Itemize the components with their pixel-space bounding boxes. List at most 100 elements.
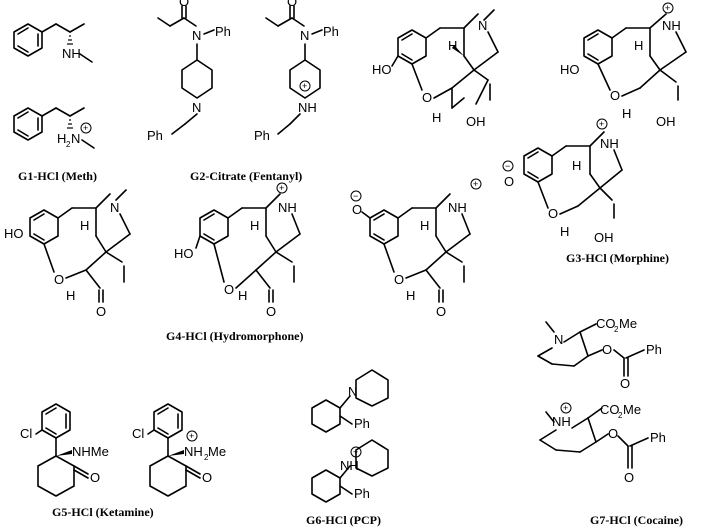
- g4-z-o2-label: O: [394, 272, 404, 287]
- g5-o-label: O: [90, 470, 100, 485]
- g4-salt-plus-sign: +: [279, 183, 284, 193]
- g7-carbonyl-o-label: O: [620, 376, 630, 391]
- g6-plus-sign: +: [353, 447, 358, 457]
- g3-salt-h-label: H: [634, 38, 643, 53]
- g4-salt-plus-charge: [276, 182, 288, 194]
- g1-salt-hashed-bond: [67, 119, 73, 129]
- g4-z-minus-sign: −: [353, 191, 358, 201]
- g2-ring-n-label: N: [192, 100, 201, 115]
- g3-z-plus-charge: [596, 118, 608, 130]
- g7-ph-label: Ph: [646, 342, 662, 357]
- g4-salt-o-label: O: [224, 282, 234, 297]
- g7-salt-co2-label: CO: [600, 402, 620, 417]
- g6-salt-ph-label: Ph: [354, 486, 370, 501]
- g3-z-h-label: H: [572, 158, 581, 173]
- g3-h2-label: H: [432, 110, 441, 125]
- g4-z-ketone-o-label: O: [436, 304, 446, 319]
- g1-salt: H 2 N +: [13, 107, 95, 149]
- g7-plus-charge: [560, 402, 572, 414]
- g4-salt-h-label: H: [250, 218, 259, 233]
- g5-salt-cl-label: Cl: [132, 426, 144, 441]
- g7-salt-me-label: Me: [623, 402, 641, 417]
- g3-salt-plus-sign: +: [665, 3, 670, 13]
- g5-nhme-label: NHMe: [72, 444, 109, 459]
- g1-hashed-bond: [67, 35, 73, 45]
- g2-salt-ph-label: Ph: [323, 24, 339, 39]
- g7-n-label: N: [554, 332, 563, 347]
- g2-salt-nh-label: NH: [298, 100, 317, 115]
- g3-z-minus-sign: −: [505, 161, 510, 171]
- g4-z-plus-sign: +: [473, 179, 478, 189]
- g5-cl-label: Cl: [20, 426, 32, 441]
- g7-salt-ester-o-label: O: [608, 426, 618, 441]
- g3-salt: HO + NH H O H OH: [560, 2, 687, 129]
- g2-salt: O N Ph + NH Ph: [254, 0, 339, 143]
- g1-salt-n-label: N: [71, 131, 80, 146]
- g3-caption: G3-HCl (Morphine): [566, 251, 669, 265]
- g7-me-label: Me: [619, 316, 637, 331]
- g6-freebase: N Ph: [311, 369, 389, 433]
- g4-z-h2-label: H: [406, 288, 415, 303]
- g3-oh-label: OH: [466, 114, 486, 129]
- g4-h-label: H: [80, 218, 89, 233]
- g3-freebase: HO N H O H OH: [372, 9, 499, 129]
- g1-salt-h2-sub: 2: [66, 140, 71, 149]
- g3-salt-oh-label: OH: [656, 114, 676, 129]
- g7-salt-carbonyl-o-label: O: [624, 470, 634, 485]
- g2-structure: O N Ph N Ph O N Ph: [147, 0, 339, 183]
- g3-ho-label: HO: [372, 62, 392, 77]
- g4-z-plus-charge: [470, 178, 482, 190]
- g3-salt-nh-label: NH: [662, 18, 681, 33]
- g3-h-label: H: [448, 38, 457, 53]
- g1-freebase: NH: [13, 23, 93, 63]
- g3-zwitterion: O − NH + H O H OH G3-HCl (Morphine): [502, 118, 669, 265]
- g4-zwitterion: O − NH + H O H O: [350, 178, 482, 319]
- g2-plus-sign: +: [302, 81, 307, 91]
- g5-salt: Cl + NH 2 Me O: [132, 403, 226, 497]
- g3-salt-plus-charge: [662, 2, 674, 14]
- g6-plus-charge: [350, 446, 362, 458]
- g4-freebase: HO N H O H O: [4, 189, 131, 319]
- g7-co2-label: CO: [596, 316, 616, 331]
- g6-salt: + NH Ph: [311, 439, 389, 503]
- g2-n-label: N: [192, 28, 201, 43]
- g7-plus-sign: +: [563, 403, 568, 413]
- g3-z-minus-charge: [502, 160, 514, 172]
- g3-z-o2-label: O: [548, 206, 558, 221]
- g5-salt-nh-label: NH: [184, 444, 203, 459]
- g6-ph-label: Ph: [354, 416, 370, 431]
- g7-freebase: N CO 2 Me O O Ph: [537, 316, 662, 391]
- g7-salt-co2-sub: 2: [618, 411, 623, 420]
- g3-salt-ho-label: HO: [560, 62, 580, 77]
- g5-freebase: Cl NHMe O: [20, 403, 109, 497]
- g3-z-plus-sign: +: [599, 119, 604, 129]
- g5-plus-sign: +: [189, 431, 194, 441]
- g4-salt-ketone-o-label: O: [266, 304, 276, 319]
- g3-z-oh-label: OH: [594, 230, 614, 245]
- g3-n-label: N: [478, 18, 487, 33]
- g4-z-minus-charge: [350, 190, 362, 202]
- g2-salt-o-label: O: [287, 0, 297, 9]
- g7-co2-sub: 2: [614, 325, 619, 334]
- g3-z-o-label: O: [504, 174, 514, 189]
- g2-freebase: O N Ph N Ph: [147, 0, 231, 143]
- g6-n-label: N: [348, 384, 357, 399]
- g2-caption: G2-Citrate (Fentanyl): [190, 169, 302, 183]
- g7-salt-nh-label: NH: [552, 414, 571, 429]
- g5-caption: G5-HCl (Ketamine): [52, 505, 154, 519]
- g1-salt-h-label: H: [57, 131, 66, 146]
- g4-z-nh-label: NH: [448, 200, 467, 215]
- g4-z-h-label: H: [420, 218, 429, 233]
- g4-ketone-o-label: O: [96, 304, 106, 319]
- g1-plus-sign: +: [83, 123, 88, 133]
- g2-salt-ph-tail-label: Ph: [254, 128, 270, 143]
- g2-salt-n-label: N: [300, 28, 309, 43]
- g7-ester-o-label: O: [602, 342, 612, 357]
- g4-salt-ho-label: HO: [174, 246, 194, 261]
- g7-salt: + NH CO 2 Me O O Ph: [539, 402, 666, 485]
- g4-caption: G4-HCl (Hydromorphone): [166, 329, 303, 343]
- g2-ph-tail-label: Ph: [147, 128, 163, 143]
- g5-salt-o-label: O: [202, 470, 212, 485]
- g4-o-label: O: [54, 272, 64, 287]
